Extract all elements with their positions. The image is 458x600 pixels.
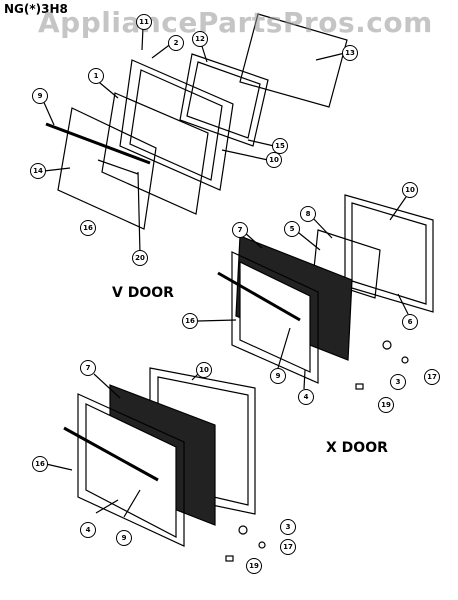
v-door-handle-bar xyxy=(45,122,151,165)
callout-part-9[interactable]: 9 xyxy=(116,530,132,546)
callout-part-15[interactable]: 15 xyxy=(272,138,288,154)
callout-part-7[interactable]: 7 xyxy=(80,360,96,376)
callout-part-13[interactable]: 13 xyxy=(342,45,358,61)
callout-part-4[interactable]: 4 xyxy=(80,522,96,538)
model-code-title: NG(*)3H8 xyxy=(4,2,68,16)
callout-part-16[interactable]: 16 xyxy=(32,456,48,472)
callout-part-6[interactable]: 6 xyxy=(402,314,418,330)
x-door-upper-glass xyxy=(312,229,381,299)
callout-part-2[interactable]: 2 xyxy=(168,35,184,51)
v-door-inner-frame xyxy=(119,59,234,191)
v-door-glass-frame xyxy=(179,53,269,147)
callout-part-1[interactable]: 1 xyxy=(88,68,104,84)
callout-part-9[interactable]: 9 xyxy=(32,88,48,104)
x-door-upper-back-frame xyxy=(344,194,434,313)
callout-part-4[interactable]: 4 xyxy=(298,389,314,405)
v-door-handle-panel xyxy=(57,107,157,230)
callout-part-9[interactable]: 9 xyxy=(270,368,286,384)
callout-part-7[interactable]: 7 xyxy=(232,222,248,238)
watermark: AppliancePartsPros.com xyxy=(38,6,433,39)
callout-part-12[interactable]: 12 xyxy=(192,31,208,47)
x-door-upper-front-frame xyxy=(231,251,319,384)
x-door-label: X DOOR xyxy=(326,440,388,456)
callout-part-19[interactable]: 19 xyxy=(378,397,394,413)
callout-part-10[interactable]: 10 xyxy=(196,362,212,378)
callout-part-19[interactable]: 19 xyxy=(246,558,262,574)
callout-part-5[interactable]: 5 xyxy=(284,221,300,237)
x-door-lower-front-frame xyxy=(77,393,185,547)
callout-part-14[interactable]: 14 xyxy=(30,163,46,179)
callout-part-16[interactable]: 16 xyxy=(80,220,96,236)
v-door-label: V DOOR xyxy=(112,285,174,301)
callout-part-11[interactable]: 11 xyxy=(136,14,152,30)
callout-part-10[interactable]: 10 xyxy=(266,152,282,168)
callout-part-16[interactable]: 16 xyxy=(182,313,198,329)
callout-part-3[interactable]: 3 xyxy=(390,374,406,390)
callout-part-17[interactable]: 17 xyxy=(424,369,440,385)
v-door-back-panel xyxy=(239,13,348,108)
callout-part-17[interactable]: 17 xyxy=(280,539,296,555)
callout-part-20[interactable]: 20 xyxy=(132,250,148,266)
callout-part-3[interactable]: 3 xyxy=(280,519,296,535)
callout-part-10[interactable]: 10 xyxy=(402,182,418,198)
callout-part-8[interactable]: 8 xyxy=(300,206,316,222)
